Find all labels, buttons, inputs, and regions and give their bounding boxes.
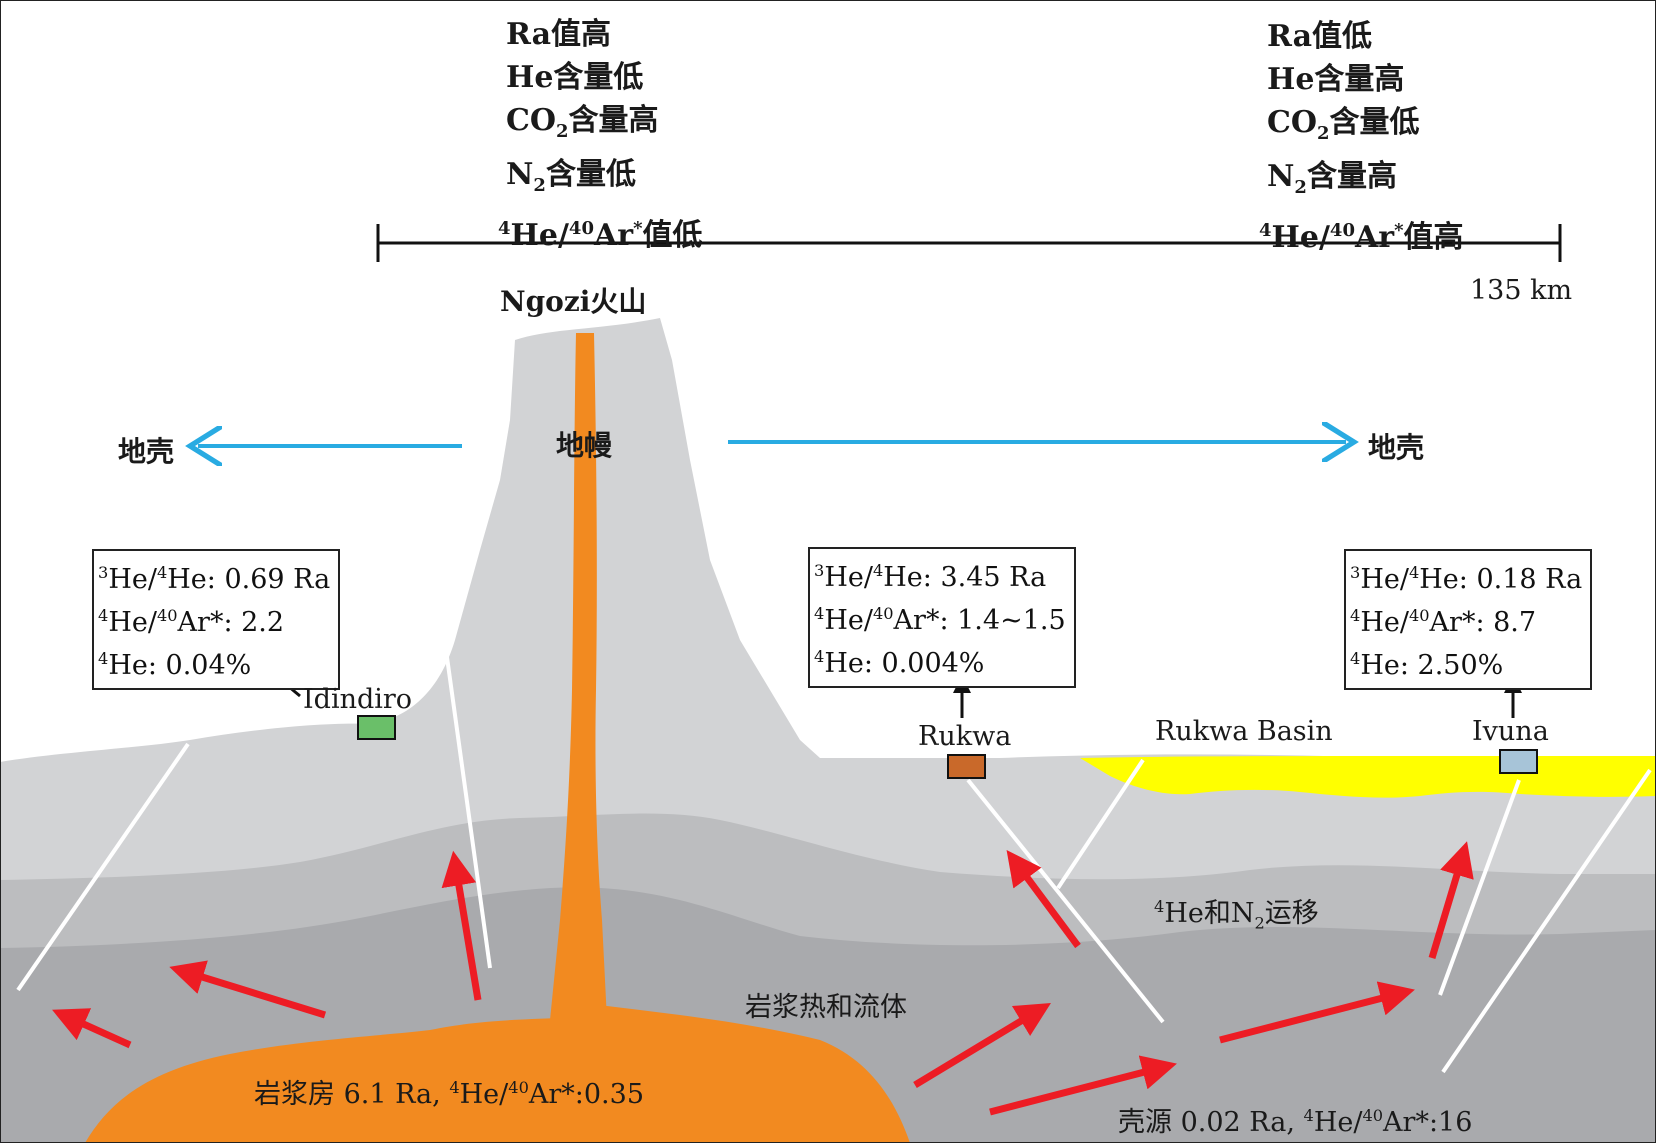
basin-fill [1080, 756, 1656, 798]
site-label-rukwa-basin: Rukwa Basin [1155, 716, 1333, 747]
idindiro-he-content: 4He: 0.04% [98, 649, 252, 681]
site-label-ivuna: Ivuna [1472, 716, 1549, 747]
header-right: Ra值低 He含量高 CO2含量低 N2含量高 4He/40Ar*值高 [1259, 15, 1464, 259]
magma-conduit [548, 333, 608, 1040]
magma-chamber [85, 1000, 910, 1143]
volcano-label: Ngozi火山 [500, 285, 647, 318]
site-marker-rukwa [947, 754, 986, 779]
header-right-line2: He含量高 [1267, 62, 1405, 97]
header-left: Ra值高 He含量低 CO2含量高 N2含量低 4He/40Ar*值低 [498, 13, 703, 257]
idindiro-helium-ratio: 3He/4He: 0.69 Ra [98, 563, 331, 595]
ivuna-he-content: 4He: 2.50% [1350, 649, 1504, 681]
site-label-rukwa: Rukwa [918, 721, 1012, 752]
magma-fluid-label: 岩浆热和流体 [745, 992, 907, 1023]
rukwa-helium-ratio: 3He/4He: 3.45 Ra [814, 561, 1047, 593]
scale-label: 135 km [1470, 275, 1573, 306]
scale-bar [376, 224, 1562, 262]
migration-label: 4He和N2运移 [1154, 897, 1319, 933]
data-box-rukwa: 3He/4He: 3.45 Ra 4He/40Ar*: 1.4~1.5 4He:… [808, 547, 1076, 688]
ivuna-helium-ratio: 3He/4He: 0.18 Ra [1350, 563, 1583, 595]
header-left-line4: N2含量低 [506, 157, 636, 196]
header-right-line5: 4He/40Ar*值高 [1259, 220, 1464, 255]
site-label-idindiro: Idindiro [303, 684, 413, 715]
crust-label-right: 地壳 [1368, 431, 1425, 464]
header-left-line5: 4He/40Ar*值低 [498, 218, 703, 253]
header-right-line4: N2含量高 [1267, 159, 1397, 198]
rukwa-he-ar-ratio: 4He/40Ar*: 1.4~1.5 [814, 604, 1066, 636]
header-left-line1: Ra值高 [506, 17, 612, 52]
crust-source-label: 壳源 0.02 Ra, 4He/40Ar*:16 [1118, 1106, 1473, 1138]
data-box-ivuna: 3He/4He: 0.18 Ra 4He/40Ar*: 8.7 4He: 2.5… [1344, 549, 1593, 690]
header-right-line3: CO2含量低 [1267, 105, 1420, 144]
header-left-line3: CO2含量高 [506, 103, 659, 142]
flux-arrows [52, 841, 1474, 1116]
site-marker-ivuna [1499, 749, 1538, 774]
site-marker-idindiro [357, 715, 396, 740]
header-right-line1: Ra值低 [1267, 19, 1373, 54]
idindiro-he-ar-ratio: 4He/40Ar*: 2.2 [98, 606, 285, 638]
data-box-idindiro: 3He/4He: 0.69 Ra 4He/40Ar*: 2.2 4He: 0.0… [92, 549, 341, 690]
magma-chamber-label: 岩浆房 6.1 Ra, 4He/40Ar*:0.35 [254, 1078, 644, 1110]
fault-lines [16, 649, 1652, 1074]
rukwa-he-content: 4He: 0.004% [814, 647, 985, 679]
mantle-label: 地幔 [556, 429, 613, 462]
crust-label-left: 地壳 [118, 435, 175, 468]
header-left-line2: He含量低 [506, 60, 644, 95]
ivuna-he-ar-ratio: 4He/40Ar*: 8.7 [1350, 606, 1537, 638]
